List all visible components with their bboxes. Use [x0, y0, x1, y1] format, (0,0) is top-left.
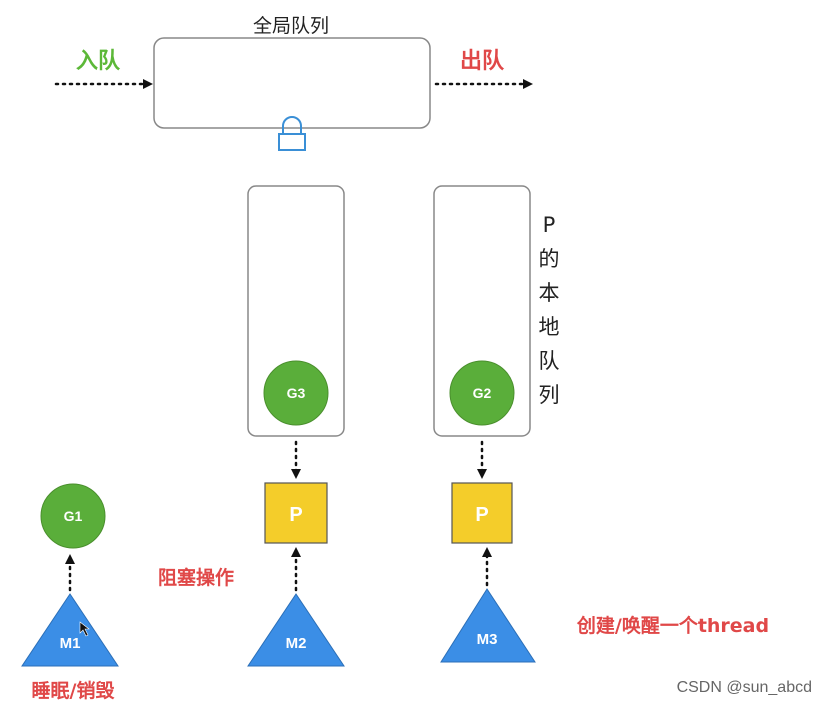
lock-icon: [278, 116, 306, 151]
cursor-icon: [79, 621, 90, 637]
sleep-destroy-annotation: 睡眠/销毁: [32, 679, 115, 702]
processor-p-1-label: P: [289, 504, 302, 526]
goroutine-g2-label: G2: [473, 385, 492, 401]
dequeue-label: 出队: [460, 49, 505, 74]
goroutine-g3: G3: [263, 360, 329, 426]
local-queue-label-char: 队: [539, 349, 560, 373]
blocking-annotation: 阻塞操作: [158, 566, 234, 589]
watermark: CSDN @sun_abcd: [677, 679, 812, 696]
local-queue-label-char: 本: [539, 281, 560, 305]
local-queue-label: P 的 本 地 队 列: [539, 213, 560, 407]
machine-m2-label: M2: [286, 635, 307, 652]
local-queue-label-char: 列: [539, 383, 560, 407]
machine-m1: M1: [21, 593, 119, 667]
local-queue-label-char: 的: [539, 247, 560, 271]
global-queue-box: [153, 37, 431, 129]
processor-p-1: P: [264, 482, 328, 544]
processor-p-2-label: P: [475, 504, 488, 526]
goroutine-g3-label: G3: [287, 385, 306, 401]
local-queue-label-char: P: [543, 213, 556, 237]
global-queue-title: 全局队列: [253, 15, 329, 37]
goroutine-g2: G2: [449, 360, 515, 426]
machine-m2: M2: [247, 593, 345, 667]
goroutine-g1: G1: [40, 483, 106, 549]
machine-m3: M3: [440, 588, 536, 663]
goroutine-g1-label: G1: [64, 508, 83, 524]
machine-m3-label: M3: [477, 631, 498, 648]
machine-m1-label: M1: [60, 635, 81, 652]
local-queue-label-char: 地: [539, 315, 560, 339]
processor-p-2: P: [451, 482, 513, 544]
enqueue-label: 入队: [76, 49, 121, 74]
create-wake-annotation: 创建/唤醒一个thread: [576, 614, 769, 637]
